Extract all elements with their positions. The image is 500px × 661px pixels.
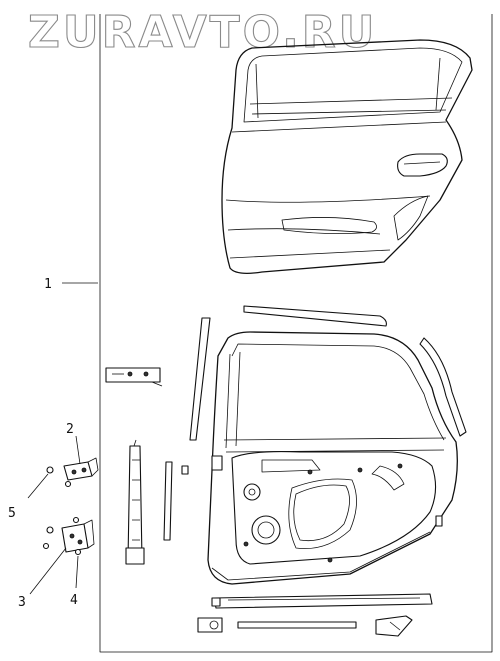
callout-2: 2 bbox=[66, 422, 74, 437]
belt-weatherstrip-top bbox=[243, 305, 387, 327]
callout-5: 5 bbox=[8, 506, 16, 521]
group-frame bbox=[99, 14, 493, 653]
door-hinge-lower bbox=[61, 519, 95, 553]
glass-run-strip-right bbox=[419, 337, 467, 437]
sill-trim-strip bbox=[237, 621, 357, 629]
hinge-bolt-3 bbox=[46, 526, 54, 534]
clip-small-2 bbox=[435, 515, 443, 527]
watermark-text: ZURAVTO.RU bbox=[28, 7, 377, 58]
trim-end-cap-right bbox=[375, 615, 413, 637]
window-regulator bbox=[125, 439, 145, 565]
callout-5-leader bbox=[27, 473, 49, 499]
clip-small-3 bbox=[211, 597, 221, 607]
door-frame-moulding-left bbox=[189, 317, 211, 441]
callout-3: 3 bbox=[18, 595, 26, 610]
clip-small-1 bbox=[181, 465, 189, 475]
door-hinge-upper bbox=[63, 457, 99, 481]
hinge-bolt-5 bbox=[74, 548, 82, 556]
callout-4: 4 bbox=[70, 593, 78, 608]
hinge-bolt-4 bbox=[42, 542, 50, 550]
callout-1: 1 bbox=[44, 277, 52, 292]
door-outer-panel bbox=[221, 39, 473, 274]
window-regulator-bracket bbox=[105, 367, 163, 387]
door-inner-frame bbox=[207, 331, 458, 585]
hinge-bolt-6 bbox=[72, 516, 80, 524]
hinge-bolt-1 bbox=[46, 466, 54, 474]
glass-channel-strip bbox=[163, 461, 173, 541]
lower-door-moulding bbox=[213, 593, 433, 609]
callout-2-leader bbox=[75, 435, 81, 465]
hinge-bolt-2 bbox=[64, 480, 72, 488]
callout-3-leader bbox=[29, 547, 67, 595]
callout-4-leader bbox=[75, 555, 79, 589]
lock-striker-bracket bbox=[211, 455, 223, 471]
